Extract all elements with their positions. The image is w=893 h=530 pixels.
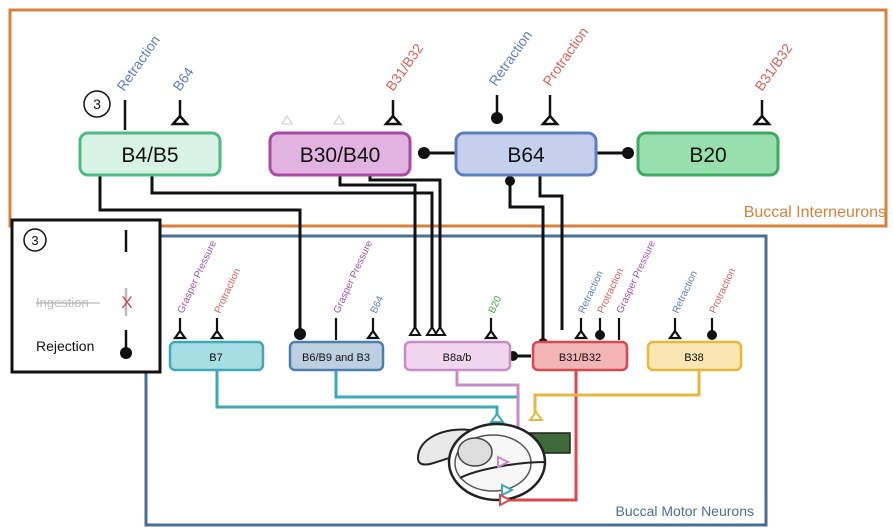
b7-protraction-label: Protraction — [213, 267, 243, 315]
node-b8ab-label: B8a/b — [443, 352, 472, 364]
b7-grasper-label: Grasper Pressure — [176, 239, 220, 316]
node-b6b9b3-label: B6/B9 and B3 — [302, 352, 370, 364]
node-b64-label: B64 — [507, 144, 545, 167]
node-b20: B20 — [636, 131, 780, 177]
b8-b20-label: B20 — [487, 294, 505, 315]
b4b5-b64-label: B64 — [169, 64, 197, 94]
b38-retraction-label: Retraction — [671, 269, 700, 315]
legend-rejection: Rejection — [36, 338, 94, 354]
node-b7-label: B7 — [209, 352, 222, 364]
node-b6b9b3: B6/B9 and B3 — [288, 340, 385, 372]
buccal-motor-neurons-region — [144, 234, 768, 527]
wire-b30b40-left — [338, 175, 417, 330]
node-b30b40: B30/B40 — [268, 131, 412, 177]
node-b30b40-label: B30/B40 — [300, 144, 381, 167]
b64-protraction-label: Protraction — [539, 24, 591, 89]
wire-b64-left — [508, 180, 545, 342]
legend: 3 Ingestion X Rejection — [10, 218, 162, 374]
node-b20-label: B20 — [689, 144, 726, 167]
legend-badge-text: 3 — [31, 233, 38, 248]
node-b64: B64 — [454, 131, 598, 177]
output-b38 — [533, 370, 701, 418]
node-b38-label: B38 — [684, 352, 704, 364]
node-b8ab: B8a/b — [403, 340, 512, 372]
b4b5-retraction-label: Retraction — [113, 32, 163, 93]
node-b4b5: B4/B5 — [78, 131, 222, 177]
wire-b4b5-right — [150, 175, 434, 330]
buccal-motor-neurons-label: Buccal Motor Neurons — [615, 503, 754, 519]
b4b5-badge-text: 3 — [93, 96, 101, 112]
legend-badge — [23, 228, 47, 252]
b20-b31b32-label: B31/B32 — [751, 40, 795, 93]
b64-retraction-label: Retraction — [485, 27, 535, 88]
node-b7: B7 — [168, 340, 265, 372]
b38-protraction-label: Protraction — [708, 267, 738, 315]
node-b4b5-label: B4/B5 — [121, 144, 178, 167]
output-b7 — [215, 370, 499, 420]
b6-grasper-label: Grasper Pressure — [332, 239, 376, 316]
buccal-interneurons-label: Buccal Interneurons — [744, 204, 886, 221]
buccal-interneurons-region — [8, 8, 888, 228]
wire-b30b40-right — [368, 175, 442, 330]
legend-cross: X — [121, 293, 132, 312]
buccal-mass-illustration — [416, 422, 571, 502]
b4b5-badge — [83, 90, 111, 118]
output-b31b32 — [502, 370, 578, 502]
b30b40-b31b32-label: B31/B32 — [382, 40, 426, 93]
node-b38: B38 — [646, 340, 743, 372]
b6-b64-label: B64 — [369, 294, 387, 315]
node-b31b32-label: B31/B32 — [559, 352, 601, 364]
wire-b4b5-left — [98, 175, 302, 332]
node-b31b32: B31/B32 — [531, 340, 629, 372]
wire-b64-right — [538, 175, 564, 330]
